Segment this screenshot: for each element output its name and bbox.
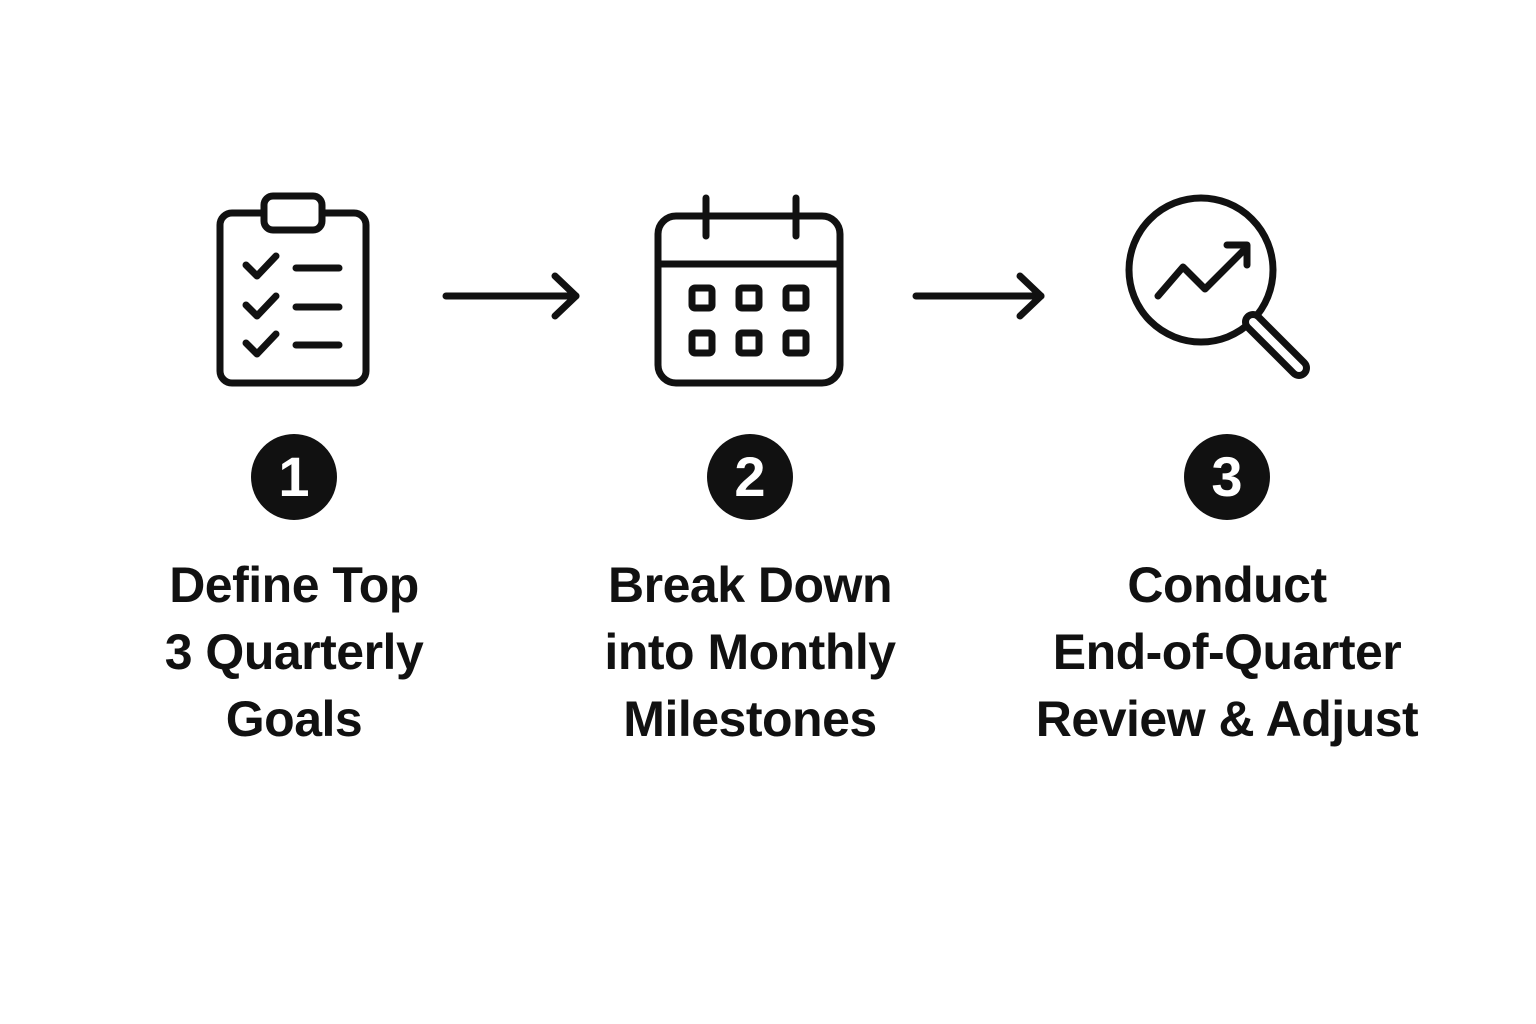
- step-label-line: Goals: [225, 691, 363, 747]
- step-number-badge: 1: [251, 434, 337, 520]
- step-2: 2 Break Down into Monthly Milestones: [550, 0, 950, 1024]
- magnifier-trend-icon: [1117, 180, 1337, 400]
- arrow-right-icon: [910, 270, 1050, 322]
- step-label: Conduct End-of-Quarter Review & Adjust: [1027, 552, 1427, 753]
- step-label-line: Review & Adjust: [1035, 691, 1419, 747]
- arrow-right-icon: [440, 270, 585, 322]
- step-label-line: into Monthly: [604, 624, 896, 680]
- step-label-line: 3 Quarterly: [164, 624, 424, 680]
- step-label: Define Top 3 Quarterly Goals: [94, 552, 494, 753]
- step-label-line: Conduct: [1127, 557, 1327, 613]
- step-1: 1 Define Top 3 Quarterly Goals: [94, 0, 494, 1024]
- step-label-line: Define Top: [169, 557, 419, 613]
- step-label-line: Milestones: [623, 691, 877, 747]
- step-label-line: Break Down: [608, 557, 892, 613]
- clipboard-checklist-icon: [184, 180, 404, 400]
- step-label: Break Down into Monthly Milestones: [550, 552, 950, 753]
- step-number-badge: 2: [707, 434, 793, 520]
- step-3: 3 Conduct End-of-Quarter Review & Adjust: [1027, 0, 1427, 1024]
- calendar-icon: [640, 180, 860, 400]
- step-number-badge: 3: [1184, 434, 1270, 520]
- step-label-line: End-of-Quarter: [1052, 624, 1402, 680]
